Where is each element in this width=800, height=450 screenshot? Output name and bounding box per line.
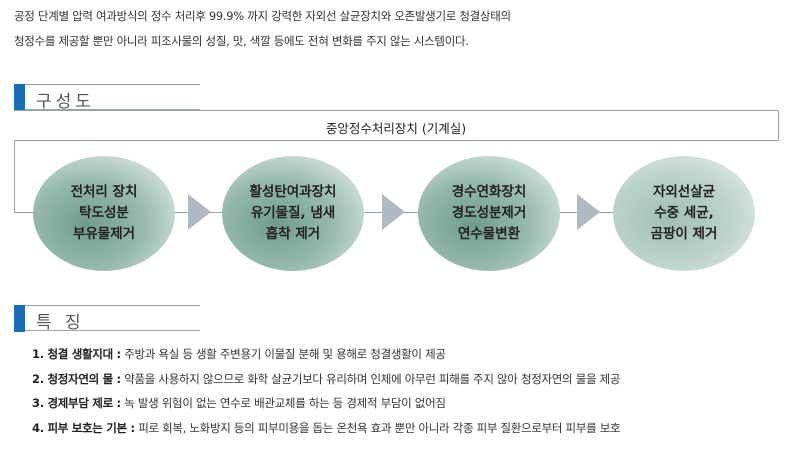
feature-term: 1. 청결 생활지대 :: [32, 347, 121, 361]
heading-title: 특 징: [36, 313, 85, 333]
flow-arrow-icon: [577, 194, 600, 230]
feature-term: 2. 청정자연의 물 :: [32, 372, 121, 386]
flow-arrow-icon: [188, 194, 211, 230]
feature-item: 3. 경제부담 제로 : 녹 발생 위험이 없는 연수로 배관교체를 하는 등 …: [32, 395, 446, 411]
stage-desc: 유기물질, 냄새: [250, 205, 336, 221]
stage-desc: 흡착 제거: [265, 226, 321, 242]
feature-desc: 약품을 사용하지 않으므로 화학 살균기보다 유리하며 인체에 아무런 피해를 …: [120, 372, 621, 386]
intro-line-2: 청정수를 제공할 뿐만 아니라 피조사물의 성질, 맛, 색깔 등에도 전혀 변…: [14, 34, 469, 48]
stage-title: 경수연화장치: [451, 184, 527, 200]
feature-item: 1. 청결 생활지대 : 주방과 욕실 등 생활 주변용기 이물질 분해 및 용…: [32, 346, 446, 362]
heading-accent-bar: [14, 305, 25, 332]
feature-item: 4. 피부 보호는 기본 : 피로 회복, 노화방지 등의 피부미용을 돕는 온…: [32, 420, 621, 436]
feature-desc: 피로 회복, 노화방지 등의 피부미용을 돕는 온천욕 효과 뿐만 아니라 각종…: [134, 421, 621, 435]
feature-term: 3. 경제부담 제로 :: [32, 396, 121, 410]
stage-desc: 수중 세균,: [654, 205, 714, 221]
intro-line-1: 공정 단계별 압력 여과방식의 정수 처리후 99.9% 까지 강력한 자외선 …: [14, 9, 511, 23]
stage-title: 전처리 장치: [70, 184, 138, 200]
section-heading-composition: 구성도: [14, 84, 200, 112]
feature-desc: 녹 발생 위험이 없는 연수로 배관교체를 하는 등 경제적 부담이 없어짐: [120, 396, 446, 410]
stage-uv-sterilizer: 자외선살균 수중 세균, 곰팡이 제거: [613, 156, 755, 271]
stage-desc: 연수물변환: [457, 226, 521, 242]
flow-arrow-icon: [382, 194, 405, 230]
central-unit-box: 중앙정수처리장치 (기계실): [14, 110, 779, 141]
stage-desc: 탁도성분: [79, 205, 129, 221]
stage-desc: 경도성분제거: [451, 205, 527, 221]
stage-title: 자외선살균: [652, 184, 716, 200]
stage-water-softener: 경수연화장치 경도성분제거 연수물변환: [418, 156, 560, 271]
stage-desc: 부유물제거: [72, 226, 136, 242]
heading-accent-bar: [14, 84, 25, 111]
section-heading-features: 특 징: [14, 305, 200, 333]
connector-line-vertical: [14, 141, 15, 213]
stage-title: 활성탄여과장치: [249, 184, 337, 200]
stage-desc: 곰팡이 제거: [650, 226, 718, 242]
feature-item: 2. 청정자연의 물 : 약품을 사용하지 않으므로 화학 살균기보다 유리하며…: [32, 371, 620, 387]
heading-title: 구성도: [36, 92, 95, 112]
stage-pretreatment: 전처리 장치 탁도성분 부유물제거: [33, 156, 175, 271]
feature-term: 4. 피부 보호는 기본 :: [32, 421, 135, 435]
feature-desc: 주방과 욕실 등 생활 주변용기 이물질 분해 및 용해로 청결생활이 제공: [120, 347, 446, 361]
stage-activated-carbon: 활성탄여과장치 유기물질, 냄새 흡착 제거: [222, 156, 364, 271]
central-unit-label: 중앙정수처리장치 (기계실): [325, 121, 467, 136]
